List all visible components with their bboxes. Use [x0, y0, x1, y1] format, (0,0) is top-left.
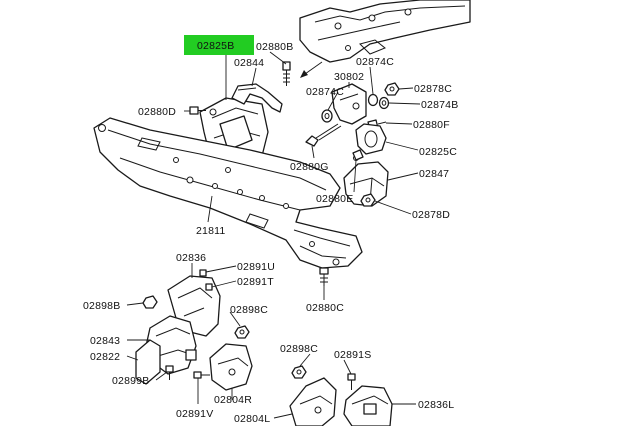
label-02891S[interactable]: 02891S	[334, 349, 371, 361]
nut-02878D	[360, 193, 376, 207]
bolt-02899B	[165, 365, 174, 380]
arrow-head	[300, 70, 308, 78]
label-02891U[interactable]: 02891U	[237, 261, 275, 273]
label-30802[interactable]: 30802	[334, 71, 364, 83]
label-02898C-left[interactable]: 02898C	[230, 304, 268, 316]
chassis-frame	[299, 0, 471, 63]
leader-lines	[126, 51, 421, 419]
nut-02878C	[384, 82, 400, 96]
label-02874B[interactable]: 02874B	[421, 99, 458, 111]
bolt-02880B	[282, 61, 291, 86]
label-02880B[interactable]: 02880B	[256, 41, 293, 53]
label-02880F[interactable]: 02880F	[413, 119, 450, 131]
label-02880C[interactable]: 02880C	[306, 302, 344, 314]
bracket-02804L	[289, 377, 337, 426]
label-21811[interactable]: 21811	[196, 225, 225, 237]
washer-02874C-left	[321, 109, 333, 123]
bolt-02880E	[352, 149, 364, 161]
bolt-02891V	[193, 371, 210, 379]
label-02836L[interactable]: 02836L	[418, 399, 454, 411]
heat-shield-02836L	[343, 385, 393, 426]
label-02880G[interactable]: 02880G	[290, 161, 329, 173]
label-02843[interactable]: 02843	[90, 335, 120, 347]
label-02898B[interactable]: 02898B	[83, 300, 120, 312]
bolt-02880D	[189, 106, 206, 115]
label-02878D[interactable]: 02878D	[412, 209, 450, 221]
label-02898C-right[interactable]: 02898C	[280, 343, 318, 355]
insulator-02825C	[355, 123, 387, 155]
direction-arrow	[304, 61, 323, 75]
nut-02898C-left	[234, 325, 250, 339]
label-02822[interactable]: 02822	[90, 351, 120, 363]
label-02844[interactable]: 02844	[234, 57, 264, 69]
part-labels: 02825B 02880B 02844 02880D 30802 02874C …	[83, 40, 458, 425]
label-02880E[interactable]: 02880E	[316, 193, 353, 205]
bolt-02880C	[319, 267, 329, 286]
label-02847[interactable]: 02847	[419, 168, 449, 180]
highlight-box	[184, 35, 254, 55]
label-02891T[interactable]: 02891T	[237, 276, 274, 288]
nut-02898C-right	[291, 365, 307, 379]
label-02874C-left[interactable]: 02874C	[306, 86, 344, 98]
label-02891V[interactable]: 02891V	[176, 408, 213, 420]
label-02825C[interactable]: 02825C	[419, 146, 457, 158]
label-02874C-top[interactable]: 02874C	[356, 56, 394, 68]
label-02804L[interactable]: 02804L	[234, 413, 270, 425]
label-02825B[interactable]: 02825B	[197, 40, 234, 52]
nut-02898B	[142, 295, 158, 309]
label-02899B[interactable]: 02899B	[112, 375, 149, 387]
washer-02874C-right	[367, 93, 379, 107]
bolt-02891U	[199, 269, 207, 277]
bolt-02891S	[347, 373, 356, 390]
crossmember	[93, 117, 363, 269]
bolt-02891T	[205, 283, 213, 291]
label-02836[interactable]: 02836	[176, 252, 206, 264]
label-02880D[interactable]: 02880D	[138, 106, 176, 118]
bracket-02804R	[209, 343, 253, 391]
bracket-30802	[331, 83, 367, 125]
mount-bracket-upper	[231, 83, 283, 113]
label-02878C[interactable]: 02878C	[414, 83, 452, 95]
washer-02874B	[378, 96, 390, 110]
label-02804R[interactable]: 02804R	[214, 394, 252, 406]
